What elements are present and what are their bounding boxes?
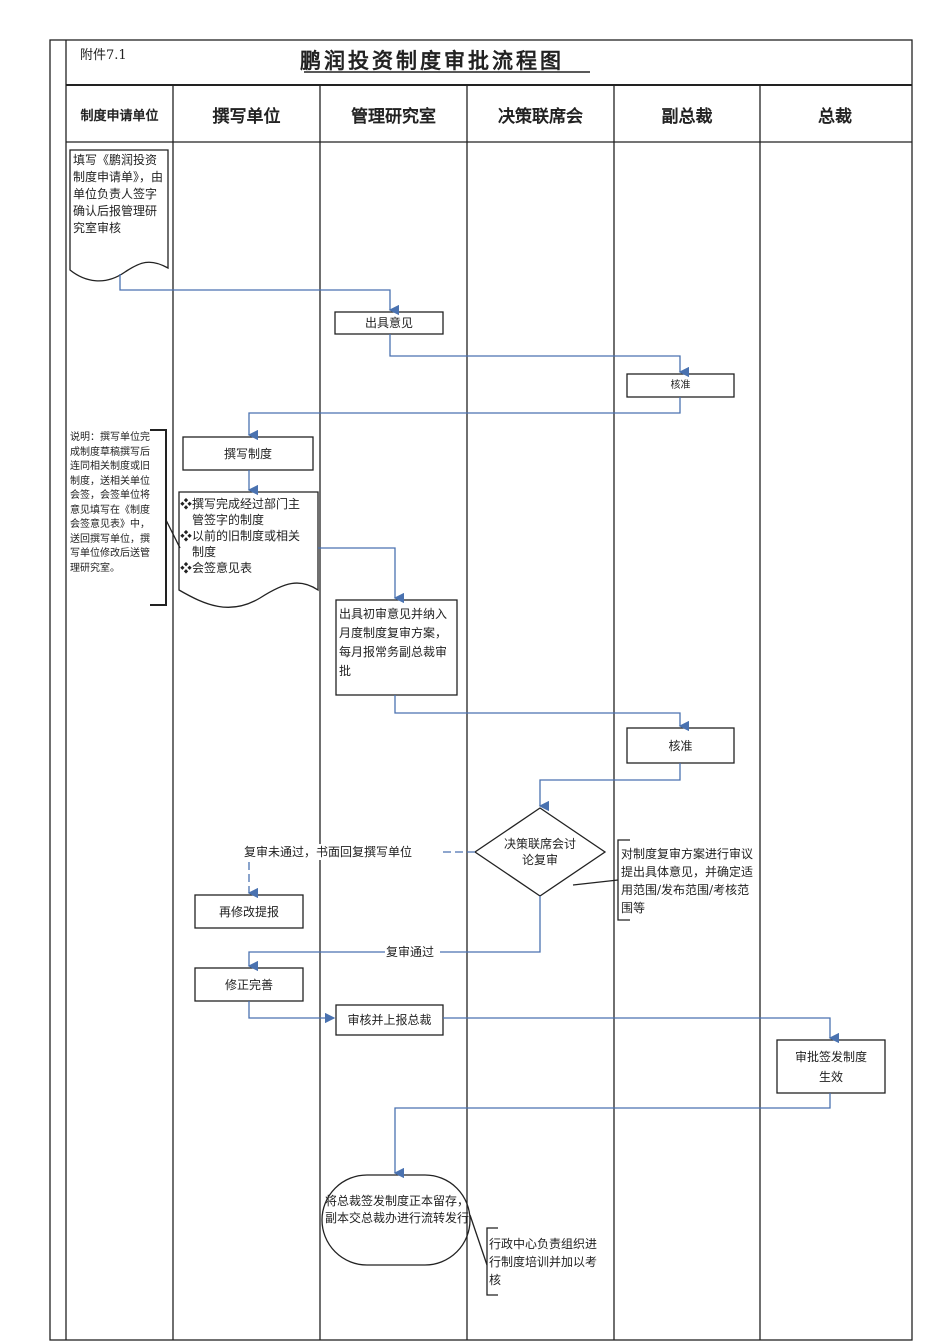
draft-doc-item: ❖撰写完成经过部门主管签字的制度 [180, 497, 301, 527]
review-decision: 决策联席会讨论复审 [503, 837, 576, 867]
page-title: 鹏润投资制度审批流程图 [300, 49, 564, 73]
prelim-review-step: 出具初审意见并纳入月度制度复审方案，每月报常务副总裁审批 [339, 607, 448, 678]
archive-step: 将总裁签发制度正本留存，副本交总裁办进行流转发行 [325, 1194, 470, 1225]
draft-doc-item: ❖以前的旧制度或相关制度 [180, 529, 301, 559]
lane-header-president: 总裁 [818, 106, 852, 127]
sign-step: 审批签发制度生效 [795, 1050, 868, 1084]
draft-note: 说明：撰写单位完成制度草稿撰写后连同相关制度或旧制度，送相关单位会签，会签单位将… [70, 432, 150, 574]
refine-step: 修正完善 [224, 977, 273, 992]
lane-header-committee: 决策联席会 [498, 106, 583, 127]
fail-label: 复审未通过，书面回复撰写单位 [244, 844, 413, 860]
submit-step: 审核并上报总裁 [347, 1013, 432, 1027]
lane-header-writer: 撰写单位 [212, 106, 281, 127]
draft-doc-item: ❖会签意见表 [180, 561, 253, 575]
lane-header-vp: 副总裁 [661, 106, 713, 127]
review-note: 对制度复审方案进行审议提出具体意见，并确定适用范围/发布范围/考核范围等 [621, 847, 754, 915]
opinion-step: 出具意见 [364, 316, 413, 330]
apply-document: 填写《鹏润投资制度申请单》，由单位负责人签字确认后报管理研究室审核 [73, 153, 164, 235]
lane-header-research: 管理研究室 [351, 106, 436, 127]
approve-step-1: 核准 [670, 379, 691, 391]
draft-step: 撰写制度 [223, 446, 272, 461]
lane-header-applicant: 制度申请单位 [80, 108, 159, 124]
pass-label: 复审通过 [386, 945, 435, 959]
approve-step-2: 核准 [668, 738, 693, 753]
draft-documents: ❖撰写完成经过部门主管签字的制度 ❖以前的旧制度或相关制度 ❖会签意见表 [180, 496, 312, 576]
training-note: 行政中心负责组织进行制度培训并加以考核 [489, 1237, 598, 1287]
resubmit-step: 再修改提报 [218, 904, 279, 919]
attachment-label: 附件7.1 [80, 48, 127, 63]
